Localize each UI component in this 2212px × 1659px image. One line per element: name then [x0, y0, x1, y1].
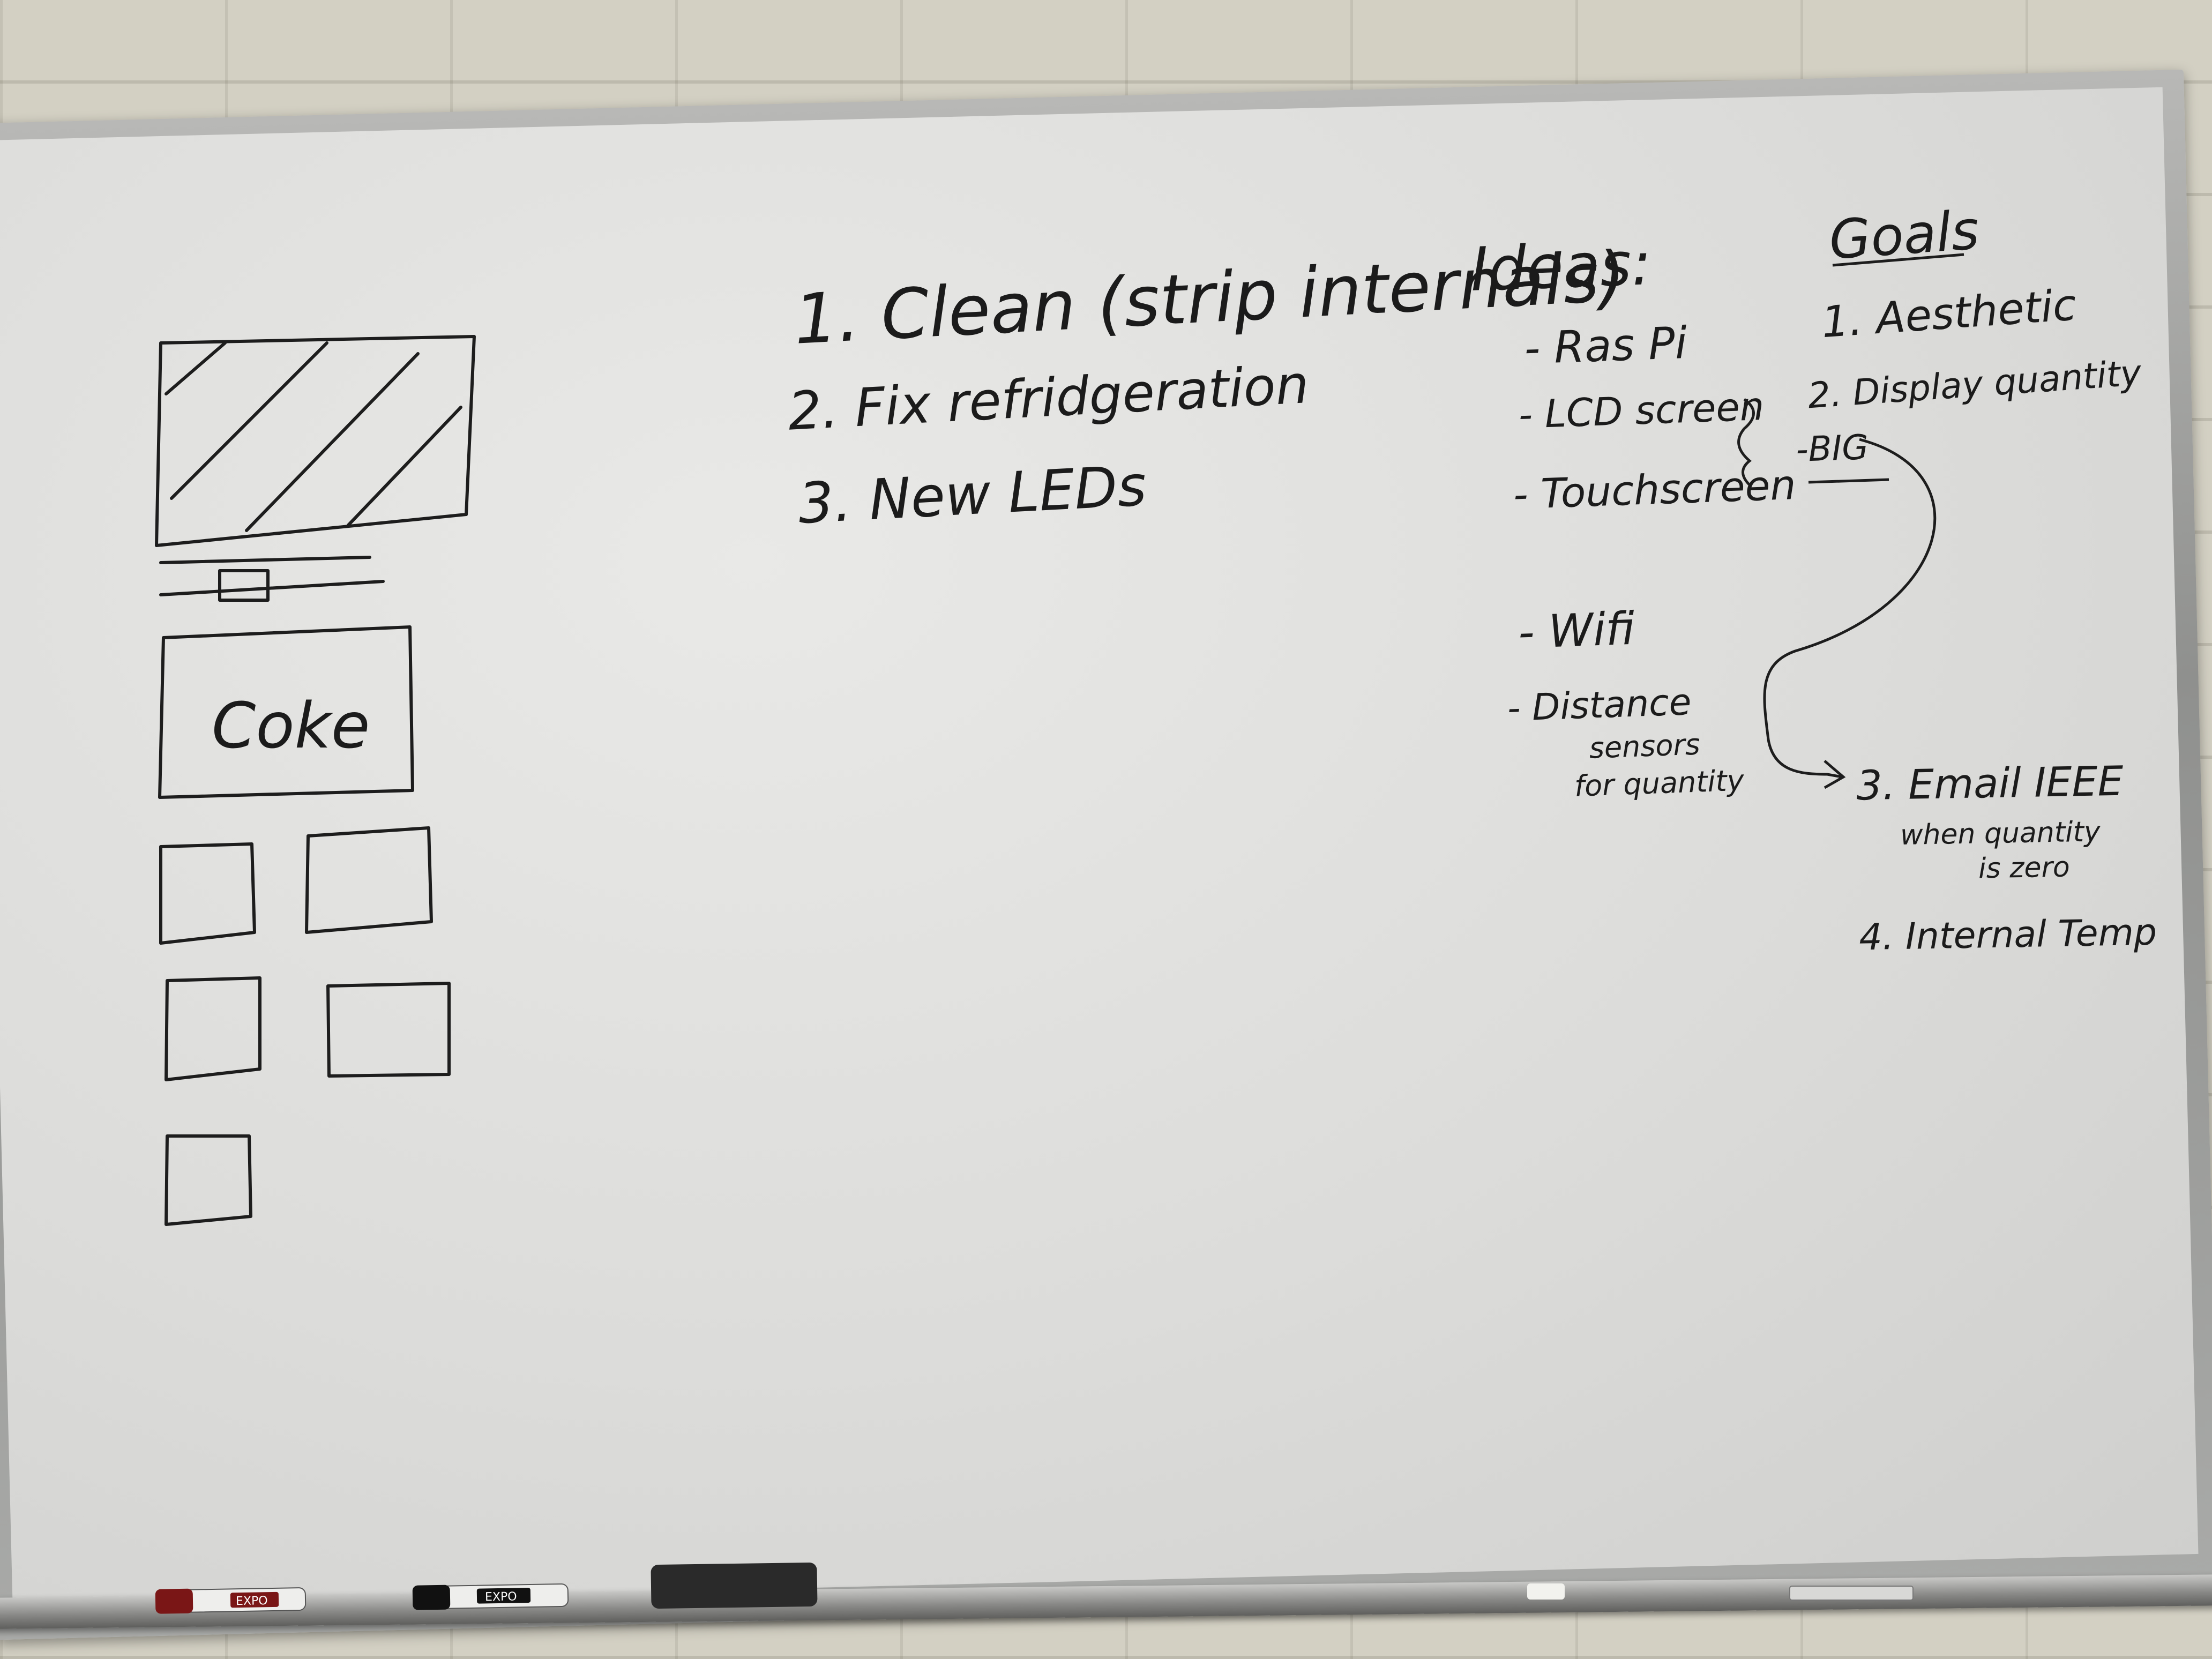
ideas-heading: Ideas:: [1469, 229, 1653, 305]
sketch-small-box-5: [165, 1134, 252, 1226]
arrowhead-email-goal: [1824, 760, 1846, 789]
sketch-shelf-top: [159, 556, 371, 564]
sketch-screen-box: [155, 335, 476, 547]
sketch-small-box-1: [159, 842, 256, 945]
idea-item-3: - Touchscreen: [1513, 461, 1797, 518]
goals-column-lower: 3. Email IEEE when quantity is zero 4. I…: [1856, 757, 2157, 959]
goal-item-4: 4. Internal Temp: [1859, 911, 2157, 959]
sketch-slot: [218, 569, 270, 602]
goal-item-2: 2. Display quantity: [1806, 352, 2143, 416]
sketch-small-box-3: [165, 976, 261, 1081]
sketch-label-coke: Coke: [212, 689, 370, 763]
sketch-small-box-2: [305, 826, 433, 934]
tray-objects: EXPO EXPO: [155, 1563, 1914, 1614]
idea-sub-line-2: for quantity: [1574, 764, 1745, 803]
brace-note-big: -BIG: [1795, 428, 1869, 470]
goal-sub-line-1: when quantity: [1900, 816, 2101, 851]
idea-item-5: - Distance: [1507, 681, 1692, 730]
chalk-stub: [1527, 1583, 1565, 1600]
idea-item-2: - LCD screen: [1518, 384, 1765, 437]
sketch-shelf-bottom: [159, 580, 385, 596]
idea-sub-line-1: sensors: [1589, 728, 1701, 765]
big-underline: [1808, 478, 1889, 484]
goal-item-3: 3. Email IEEE: [1856, 757, 2124, 810]
vending-machine-sketch: [155, 335, 476, 1226]
sketch-coke-box: [158, 625, 414, 799]
goals-underline: [1832, 253, 1964, 267]
eraser: [651, 1563, 818, 1609]
goals-column: Goals 1. Aesthetic 2. Display quantity: [1806, 199, 2143, 417]
goal-sub-line-2: is zero: [1978, 851, 2071, 885]
goal-item-1: 1. Aesthetic: [1820, 280, 2078, 347]
idea-item-1: - Ras Pi: [1523, 318, 1688, 375]
sketch-hatch-4: [347, 406, 462, 527]
sketch-hatch-2: [170, 341, 328, 500]
marker-black: EXPO: [412, 1583, 569, 1610]
todo-item-3: 3. New LEDs: [797, 453, 1148, 536]
sketch-hatch-1: [165, 341, 227, 395]
sketch-small-box-4: [326, 982, 451, 1078]
idea-item-4: - Wifi: [1517, 602, 1635, 659]
todo-item-2: 2. Fix refridgeration: [787, 354, 1310, 443]
sketch-hatch-3: [245, 352, 420, 532]
ideas-column: Ideas: - Ras Pi - LCD screen - Touchscre…: [1469, 229, 1869, 803]
tray-clip: [1789, 1586, 1914, 1601]
brace-connector: [1737, 398, 1755, 486]
marker-black-label: EXPO: [485, 1590, 517, 1604]
arrow-to-email-goal: [1763, 438, 1937, 779]
marker-red-label: EXPO: [236, 1594, 268, 1608]
marker-red: EXPO: [155, 1587, 307, 1614]
